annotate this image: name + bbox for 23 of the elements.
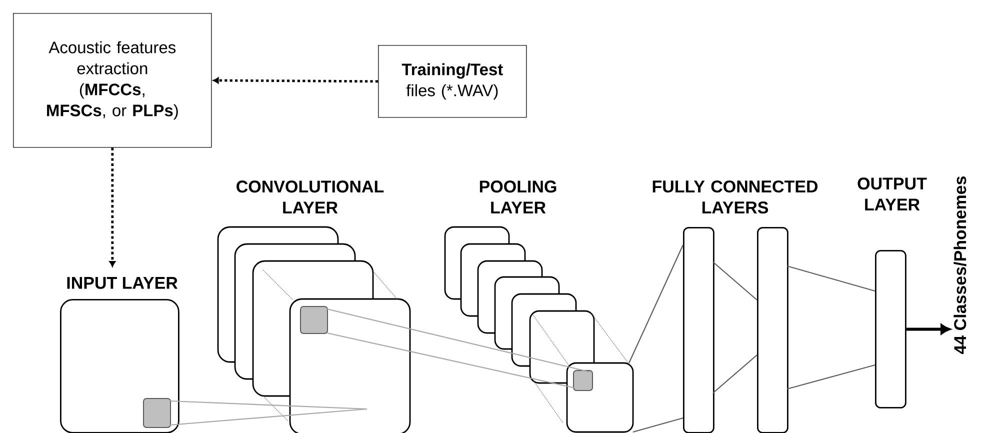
layer-bar bbox=[683, 227, 714, 433]
layer-bar bbox=[757, 227, 788, 433]
layer-heading: OUTPUT LAYER bbox=[858, 178, 927, 210]
arrow bbox=[109, 148, 116, 267]
connection-line bbox=[326, 332, 576, 389]
connection-line bbox=[712, 262, 758, 300]
layer-heading: POOLING LAYER bbox=[480, 180, 556, 214]
connection-line bbox=[170, 408, 368, 426]
connection-line bbox=[786, 364, 876, 390]
connection-line bbox=[632, 417, 684, 433]
connection-line bbox=[628, 244, 684, 364]
process-box: Training/Test files (*.WAV) bbox=[378, 45, 527, 118]
connection-line bbox=[712, 354, 758, 394]
arrow bbox=[213, 77, 378, 84]
filter-patch bbox=[143, 398, 171, 428]
filter-patch bbox=[573, 370, 593, 391]
layer-heading: FULLY CONNECTED LAYERS bbox=[652, 180, 818, 214]
layer-heading: CONVOLUTIONAL LAYER bbox=[236, 180, 384, 214]
output-label: 44 Classes/Phonemes bbox=[954, 176, 966, 354]
process-box: Acoustic features extraction (MFCCs, MFSCs, or PLPs) bbox=[13, 13, 212, 148]
layer-heading: INPUT LAYER bbox=[67, 277, 178, 289]
connection-line bbox=[786, 265, 876, 292]
arrow bbox=[906, 324, 950, 334]
